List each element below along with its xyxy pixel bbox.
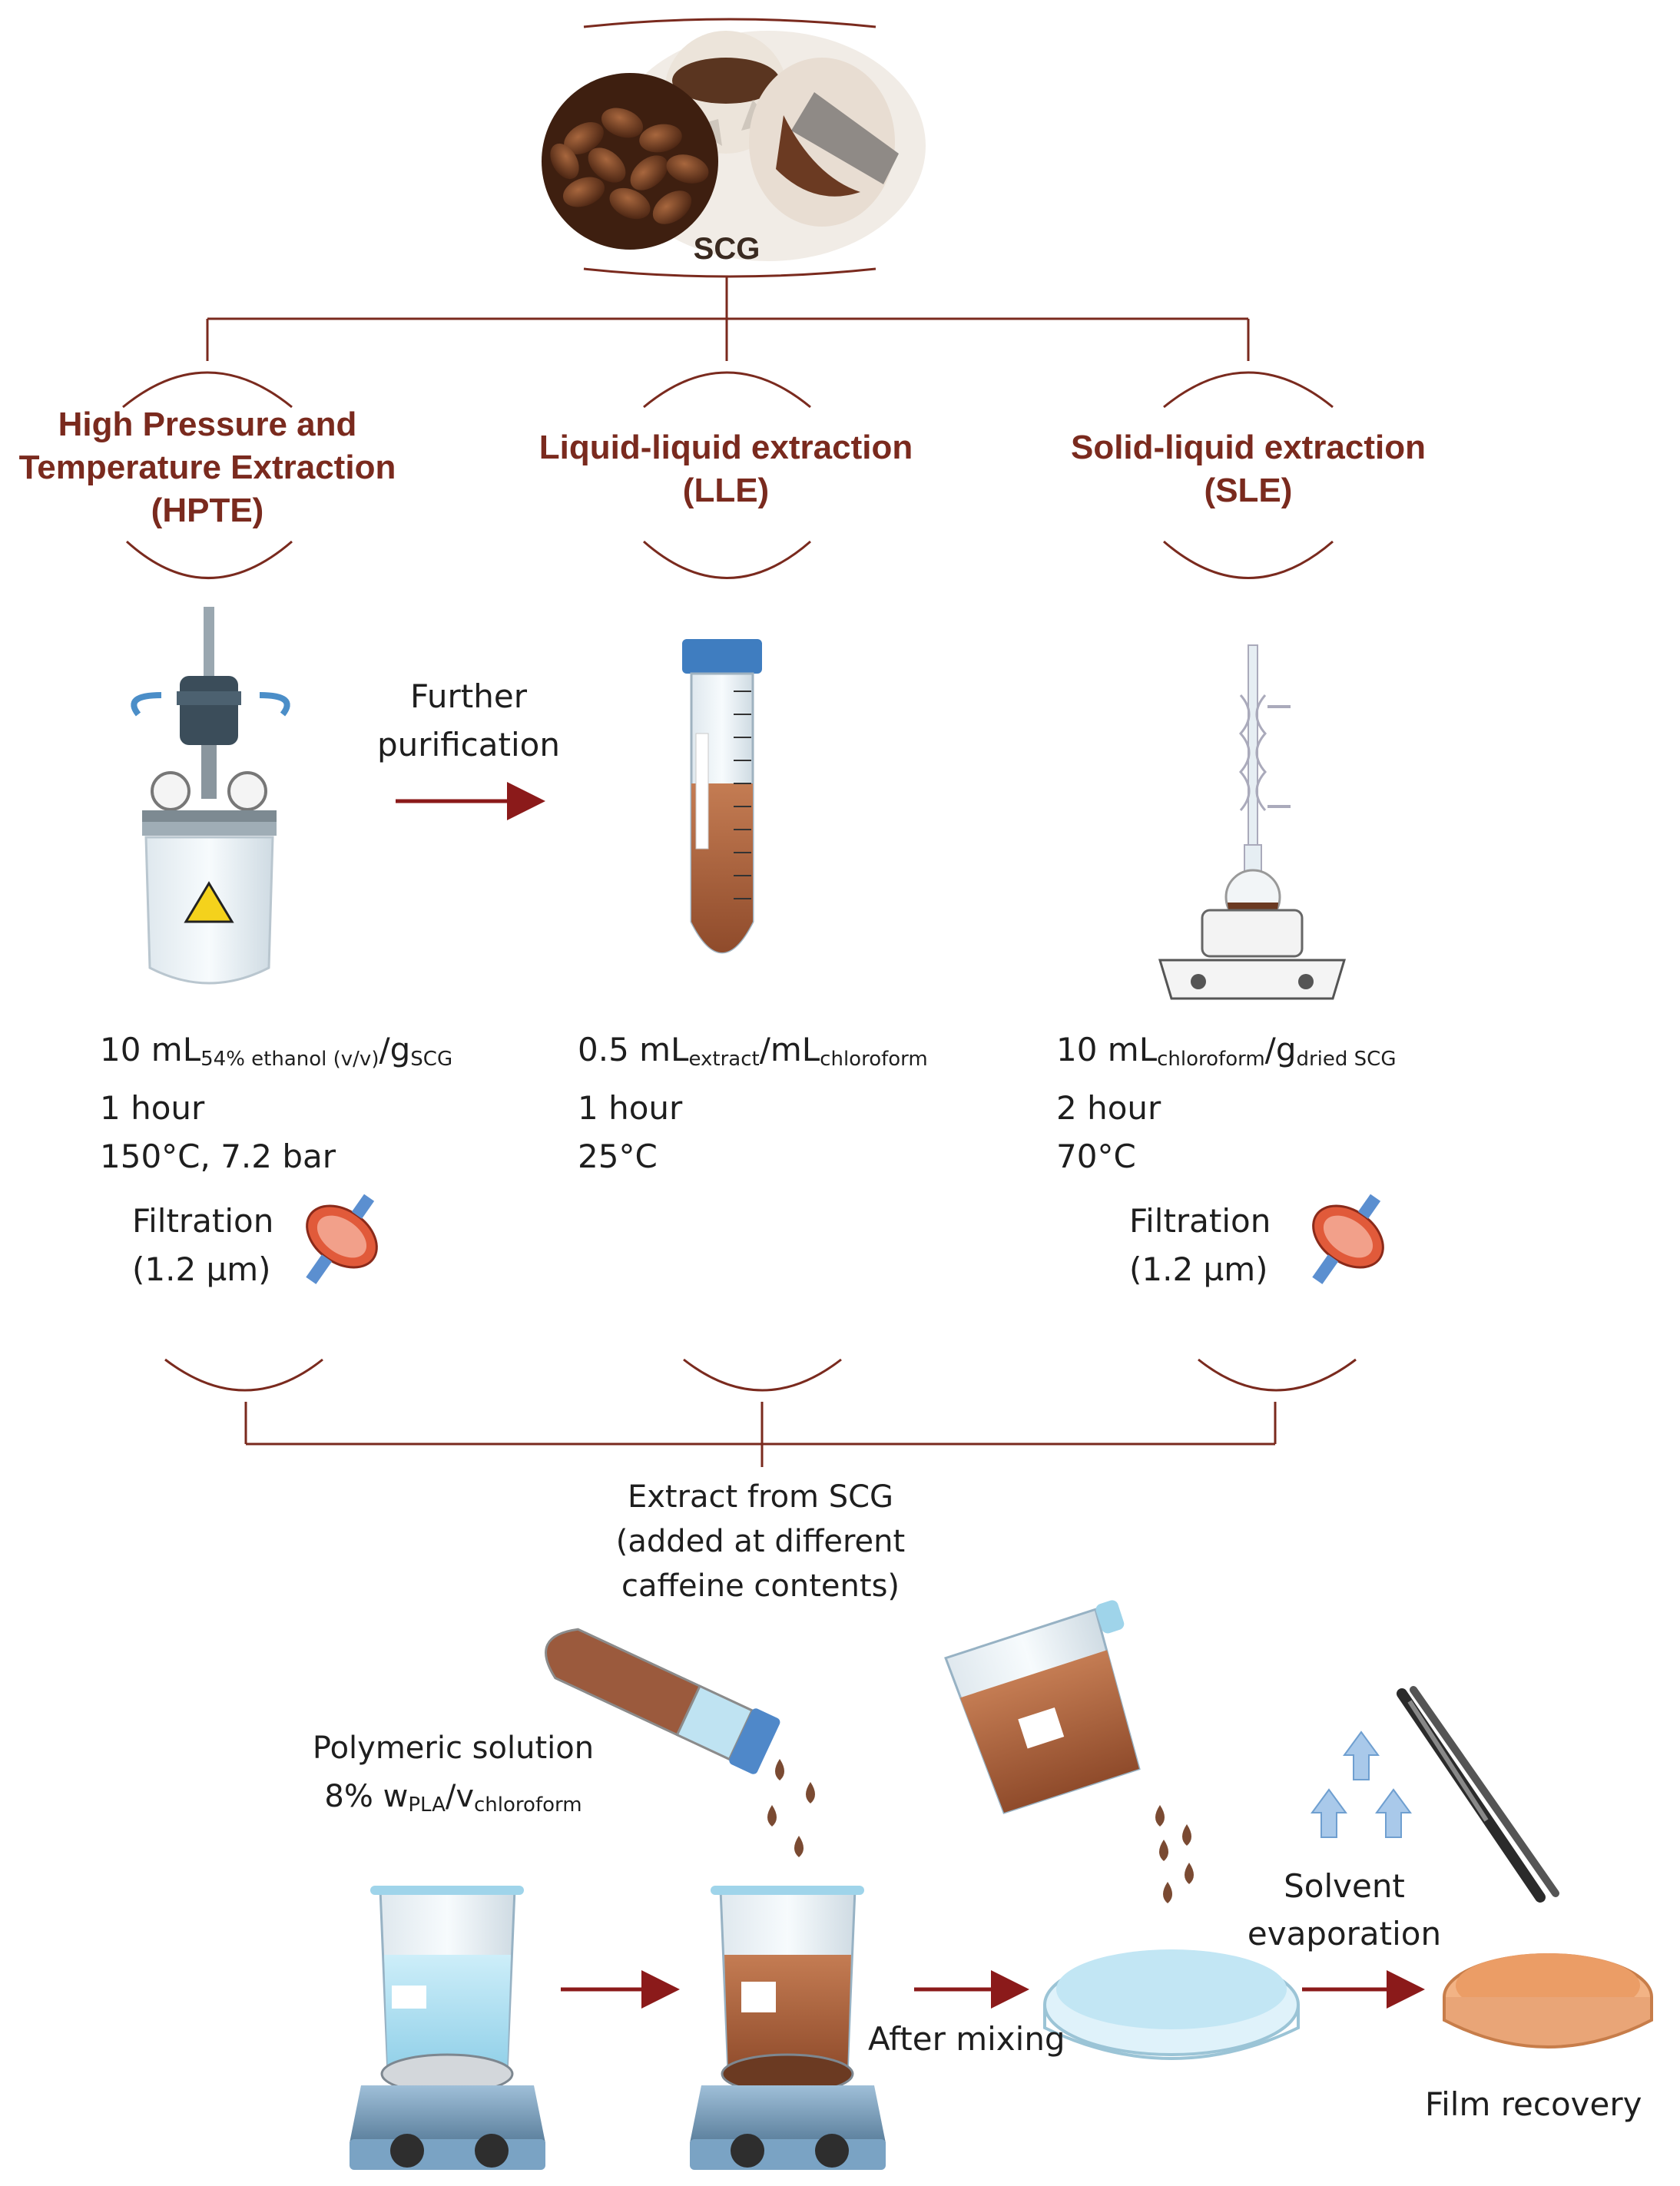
sle-filtration: Filtration (1.2 µm) — [1129, 1197, 1271, 1293]
evaporation-line2: evaporation — [1247, 1915, 1442, 1952]
extract-line3: caffeine contents) — [621, 1568, 900, 1604]
hpte-filtration-label: Filtration — [132, 1202, 274, 1240]
sle-line1: Solid-liquid extraction — [1070, 429, 1427, 466]
centrifuge-tube-icon — [545, 1628, 780, 1774]
sle-line2: (SLE) — [1204, 472, 1293, 509]
syringe-filter-icon — [1312, 1194, 1384, 1284]
method-title-lle: Liquid-liquid extraction (LLE) — [507, 426, 945, 512]
sle-conditions: 10 mLchloroform/gdried SCG 2 hour 70°C — [1056, 1025, 1396, 1181]
soxhlet-icon — [1158, 644, 1347, 1000]
lle-ratio: 0.5 mLextract/mLchloroform — [578, 1031, 928, 1071]
beaker-icon — [944, 1600, 1141, 1814]
sle-temp: 70°C — [1056, 1138, 1136, 1175]
hpte-filtration: Filtration (1.2 µm) — [132, 1197, 273, 1293]
reactor-icon — [131, 607, 290, 985]
beaker-icon — [370, 1886, 524, 2075]
method-title-sle: Solid-liquid extraction (SLE) — [1029, 426, 1467, 512]
bottom-connector — [164, 1358, 1357, 1467]
hpte-temp: 150°C, 7.2 bar — [100, 1138, 336, 1175]
hpte-pore-size: (1.2 µm) — [132, 1250, 271, 1288]
lle-line1: Liquid-liquid extraction — [538, 429, 913, 466]
polymer-label: Polymeric solution 8% wPLA/vchloroform — [277, 1724, 630, 1830]
lle-time: 1 hour — [578, 1089, 683, 1127]
evaporation-label: Solvent evaporation — [1229, 1863, 1460, 1958]
petri-dish-icon — [1443, 1953, 1653, 2049]
extract-line2: (added at different — [615, 1524, 906, 1559]
evaporation-line1: Solvent — [1284, 1867, 1405, 1905]
method-title-hpte: High Pressure and Temperature Extraction… — [0, 403, 415, 532]
hot-plate-icon — [350, 2053, 545, 2170]
lle-conditions: 0.5 mLextract/mLchloroform 1 hour 25°C — [578, 1025, 928, 1181]
centrifuge-tube-icon — [682, 639, 762, 954]
evaporation-arrows — [1311, 1731, 1412, 1838]
coffee-beans-icon — [542, 18, 926, 278]
hpte-ratio: 10 mL54% ethanol (v/v)/gSCG — [100, 1031, 453, 1071]
film-recovery-label: Film recovery — [1425, 2085, 1642, 2123]
drops — [767, 1759, 815, 1857]
hpte-line3: (HPTE) — [151, 492, 264, 529]
sle-pore-size: (1.2 µm) — [1129, 1250, 1268, 1288]
hpte-conditions: 10 mL54% ethanol (v/v)/gSCG 1 hour 150°C… — [100, 1025, 452, 1181]
purification-line1: Further — [410, 677, 527, 715]
hpte-line2: Temperature Extraction — [18, 449, 396, 486]
syringe-filter-icon — [306, 1194, 378, 1284]
beaker-icon — [711, 1886, 864, 2075]
polymer-line1: Polymeric solution — [312, 1731, 595, 1766]
purification-label: Further purification — [361, 672, 576, 769]
polymer-line2: 8% wPLA/vchloroform — [324, 1779, 582, 1817]
extract-label: Extract from SCG (added at different caf… — [568, 1475, 953, 1608]
hpte-line1: High Pressure and — [58, 406, 357, 443]
lle-line2: (LLE) — [682, 472, 770, 509]
hpte-time: 1 hour — [100, 1089, 205, 1127]
sle-time: 2 hour — [1056, 1089, 1161, 1127]
scg-label: SCG — [693, 232, 760, 266]
hot-plate-icon — [690, 2053, 886, 2170]
petri-dish-icon — [1043, 1949, 1300, 2060]
lle-temp: 25°C — [578, 1138, 658, 1175]
purification-line2: purification — [377, 726, 560, 763]
after-mixing-label: After mixing — [868, 2020, 1065, 2058]
drops — [1155, 1805, 1194, 1903]
extract-line1: Extract from SCG — [627, 1479, 894, 1515]
sle-filtration-label: Filtration — [1129, 1202, 1271, 1240]
top-connector — [122, 277, 1334, 579]
tweezers-icon — [1397, 1686, 1559, 1903]
sle-ratio: 10 mLchloroform/gdried SCG — [1056, 1031, 1397, 1071]
